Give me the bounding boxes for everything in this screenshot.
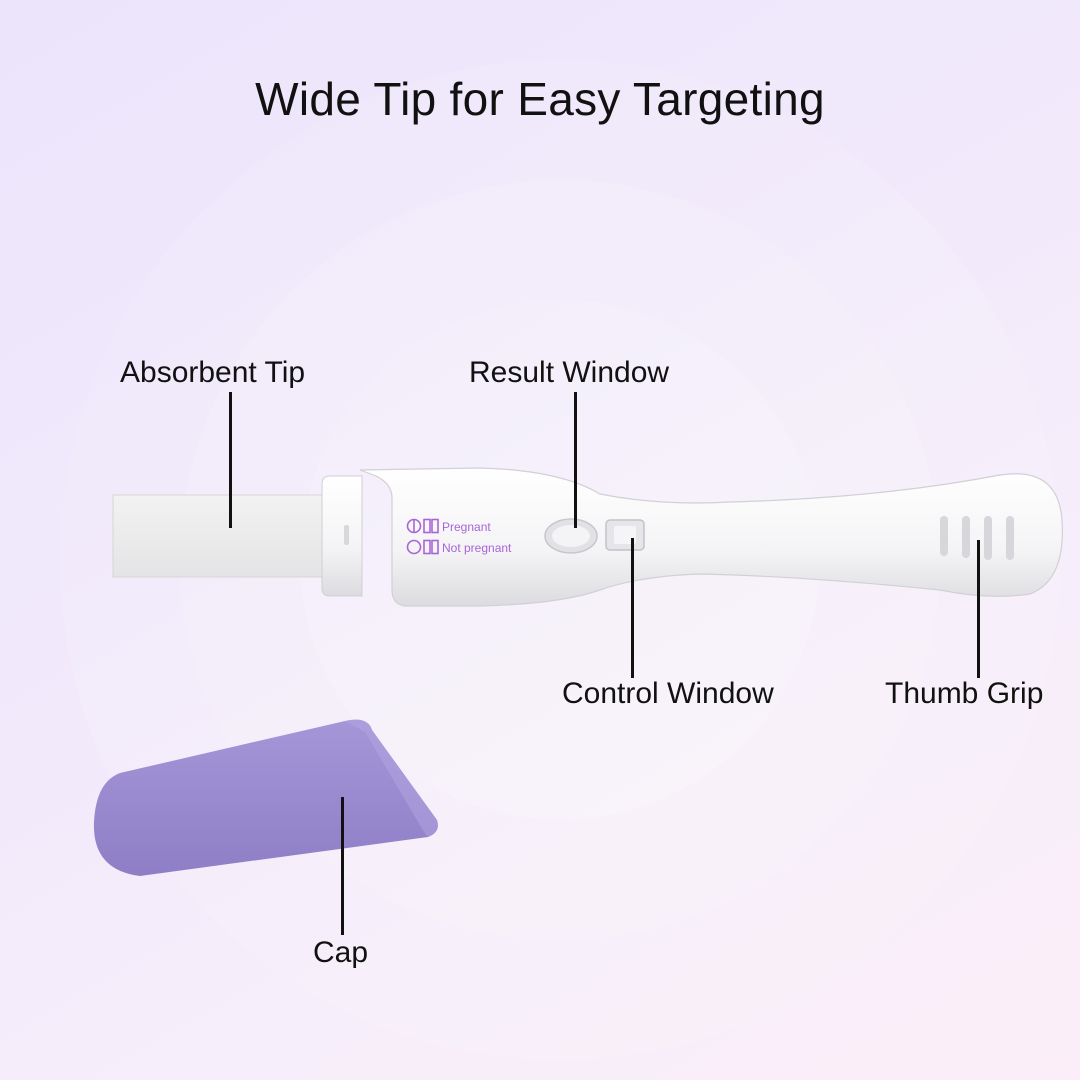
result-window: [544, 518, 598, 554]
leader-line-thumb-grip: [977, 540, 980, 678]
leader-line-cap: [341, 797, 344, 935]
leader-line-control-window: [631, 538, 634, 678]
legend-not-pregnant-text: Not pregnant: [442, 541, 512, 555]
label-thumb-grip: Thumb Grip: [885, 677, 1044, 710]
absorbent-tip: [112, 494, 329, 578]
legend-pregnant-text: Pregnant: [442, 520, 491, 534]
label-cap: Cap: [313, 936, 369, 969]
not-pregnant-symbol-icon: [406, 539, 439, 555]
label-control-window: Control Window: [562, 677, 774, 710]
thumb-grip-ridges: [940, 516, 1014, 560]
device-collar: [321, 475, 363, 597]
label-absorbent-tip: Absorbent Tip: [120, 356, 306, 389]
cap: [93, 719, 438, 876]
label-result-window: Result Window: [469, 356, 670, 389]
leader-line-absorbent-tip: [229, 392, 232, 528]
control-window: [605, 519, 645, 551]
device-body: [359, 467, 1063, 607]
leader-line-result-window: [574, 392, 577, 528]
page-title: Wide Tip for Easy Targeting: [255, 73, 825, 125]
pregnant-symbol-icon: [406, 518, 439, 534]
